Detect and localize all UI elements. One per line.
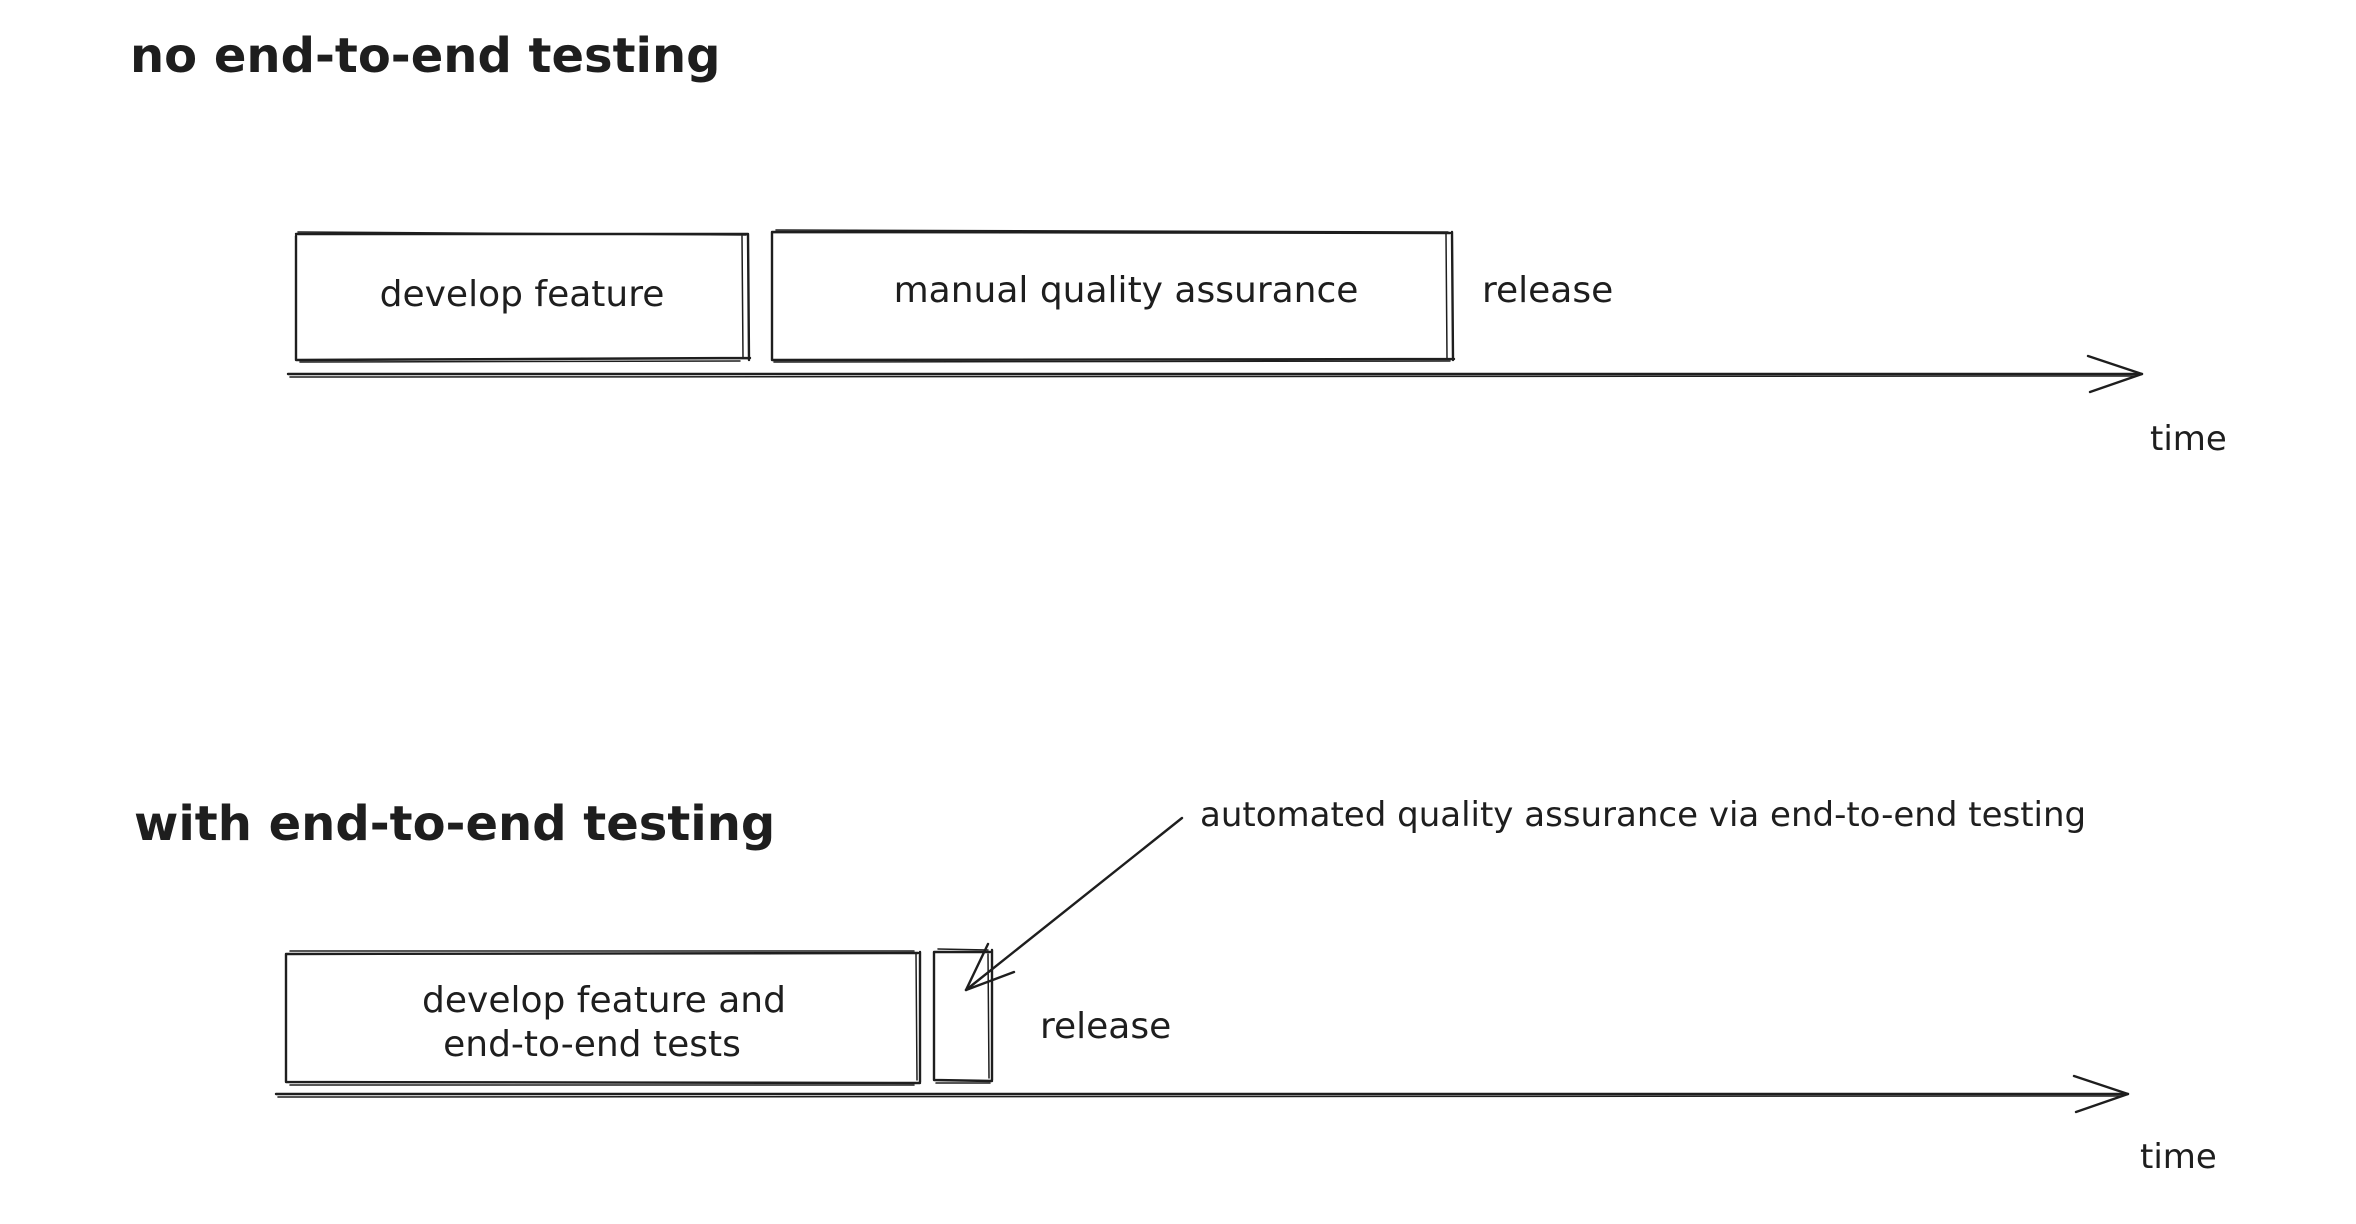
time-axis-arrow — [274, 1074, 2130, 1114]
release-label: release — [1040, 1006, 1171, 1047]
time-axis-arrow — [286, 354, 2144, 394]
annotation-arrow — [964, 816, 1184, 992]
annotation-label: automated quality assurance via end-to-e… — [1200, 795, 2086, 835]
section-heading: no end-to-end testing — [130, 28, 721, 84]
develop-feature-box: develop feature — [294, 231, 752, 363]
section-with-e2e: with end-to-end testing develop feature … — [134, 795, 2217, 1177]
develop-feature-and-tests-label-line1: develop feature and — [422, 980, 786, 1021]
time-axis-label: time — [2140, 1137, 2217, 1177]
release-label: release — [1482, 270, 1613, 311]
develop-feature-and-tests-label-line2: end-to-end tests — [443, 1024, 741, 1065]
develop-feature-label: develop feature — [380, 274, 665, 315]
time-axis-label: time — [2150, 419, 2227, 459]
section-heading: with end-to-end testing — [134, 796, 775, 852]
manual-qa-box: manual quality assurance — [770, 229, 1456, 363]
section-no-e2e: no end-to-end testing develop feature ma… — [130, 28, 2227, 459]
develop-feature-and-tests-box: develop feature and end-to-end tests — [284, 950, 922, 1086]
automated-qa-box — [932, 948, 994, 1084]
manual-qa-label: manual quality assurance — [894, 270, 1359, 311]
